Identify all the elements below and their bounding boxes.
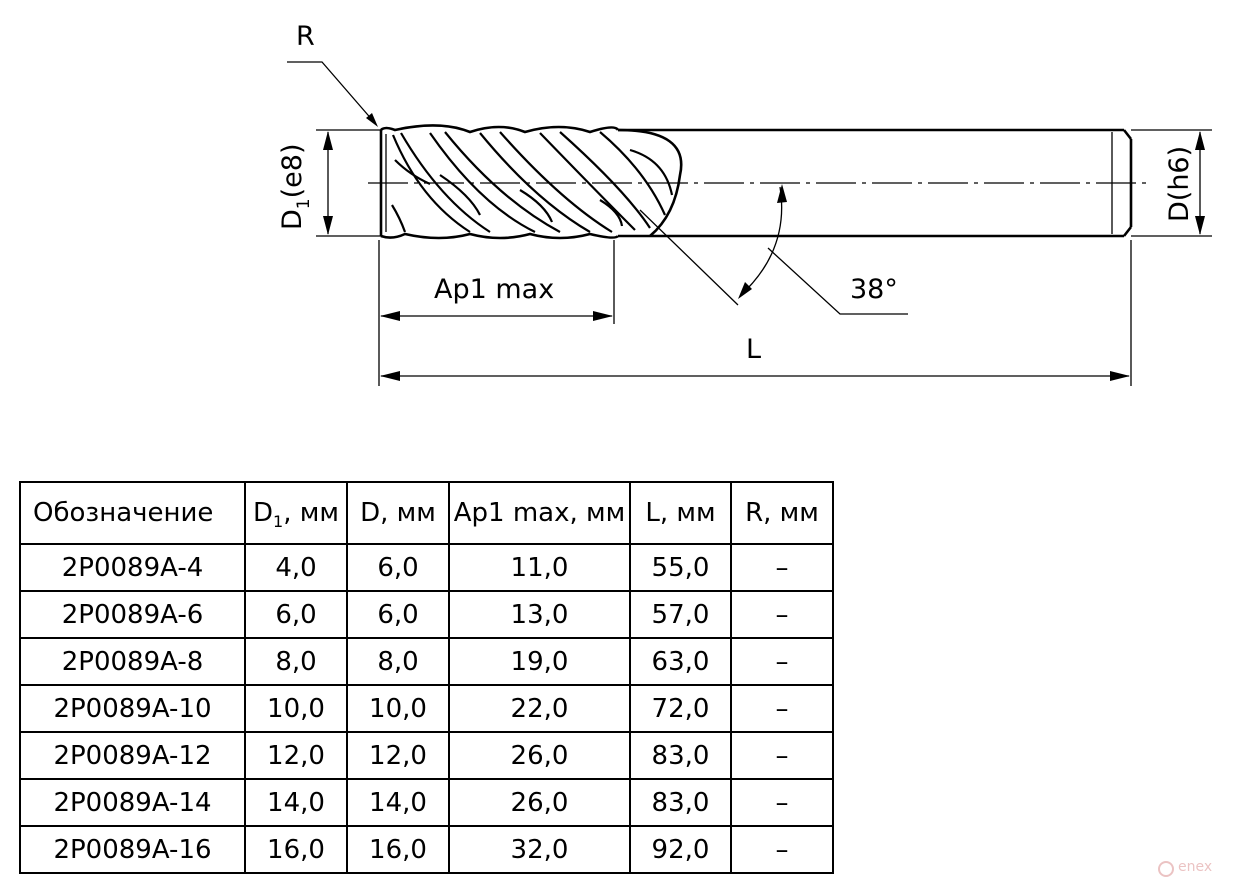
header-l: L, мм [629,481,732,545]
cell-d1: 12,0 [244,731,348,780]
header-ap1-max: Ap1 max, мм [448,481,631,545]
watermark: enex [1158,858,1238,880]
table-row: 2P0089A-4 4,0 6,0 11,0 55,0 – [19,543,834,592]
cell-r: – [730,825,834,874]
cell-designation: 2P0089A-8 [19,637,246,686]
cell-r: – [730,637,834,686]
label-l-dimension: L [746,334,761,365]
cell-d1: 6,0 [244,590,348,639]
cell-ap1-max: 32,0 [448,825,631,874]
cell-l: 92,0 [629,825,732,874]
cell-r: – [730,778,834,827]
cell-d1: 14,0 [244,778,348,827]
helical-flutes [391,131,674,233]
cell-designation: 2P0089A-10 [19,684,246,733]
cell-l: 55,0 [629,543,732,592]
cell-d1: 4,0 [244,543,348,592]
cell-designation: 2P0089A-6 [19,590,246,639]
table-row: 2P0089A-6 6,0 6,0 13,0 57,0 – [19,590,834,639]
header-d1: D1, мм [244,481,348,545]
table-row: 2P0089A-14 14,0 14,0 26,0 83,0 – [19,778,834,827]
cell-ap1-max: 11,0 [448,543,631,592]
cell-l: 72,0 [629,684,732,733]
cell-d: 14,0 [346,778,450,827]
label-r: R [296,21,315,52]
table-row: 2P0089A-8 8,0 8,0 19,0 63,0 – [19,637,834,686]
label-d-h6: D(h6) [1164,146,1195,222]
cell-l: 83,0 [629,731,732,780]
d1-dimension [316,129,381,237]
cell-d: 6,0 [346,543,450,592]
radius-leader [287,61,378,127]
cell-r: – [730,590,834,639]
label-ap1-max: Ap1 max [434,274,554,305]
label-d1: D1(e8) [277,144,314,230]
cell-ap1-max: 13,0 [448,590,631,639]
cell-ap1-max: 19,0 [448,637,631,686]
d-dimension [1131,129,1212,237]
cell-d: 10,0 [346,684,450,733]
cell-ap1-max: 26,0 [448,778,631,827]
circle-logo-icon [1158,861,1174,877]
label-angle: 38° [850,274,898,305]
table-row: 2P0089A-16 16,0 16,0 32,0 92,0 – [19,825,834,874]
cell-ap1-max: 26,0 [448,731,631,780]
header-r: R, мм [730,481,834,545]
cell-designation: 2P0089A-12 [19,731,246,780]
cell-designation: 2P0089A-4 [19,543,246,592]
cell-d1: 16,0 [244,825,348,874]
specification-table: Обозначение D1, мм D, мм Ap1 max, мм L, … [19,481,834,874]
cell-d: 12,0 [346,731,450,780]
cell-d1: 8,0 [244,637,348,686]
cell-designation: 2P0089A-14 [19,778,246,827]
l-dimension [380,240,1132,386]
cell-r: – [730,731,834,780]
table-header-row: Обозначение D1, мм D, мм Ap1 max, мм L, … [19,481,834,545]
cell-l: 83,0 [629,778,732,827]
helix-angle [639,184,908,315]
header-designation: Обозначение [19,481,246,545]
watermark-text: enex [1178,859,1213,875]
cell-d: 6,0 [346,590,450,639]
cell-r: – [730,543,834,592]
table-row: 2P0089A-10 10,0 10,0 22,0 72,0 – [19,684,834,733]
cell-d: 8,0 [346,637,450,686]
cell-d1: 10,0 [244,684,348,733]
cell-l: 57,0 [629,590,732,639]
table-row: 2P0089A-12 12,0 12,0 26,0 83,0 – [19,731,834,780]
cell-l: 63,0 [629,637,732,686]
header-d: D, мм [346,481,450,545]
end-mill-drawing: R D1(e8) D(h6) Ap1 max L [277,21,1212,386]
cell-designation: 2P0089A-16 [19,825,246,874]
cutting-part [379,124,683,240]
ap1-max-dimension [378,240,615,386]
cell-r: – [730,684,834,733]
cell-d: 16,0 [346,825,450,874]
cell-ap1-max: 22,0 [448,684,631,733]
shank [618,128,1133,238]
